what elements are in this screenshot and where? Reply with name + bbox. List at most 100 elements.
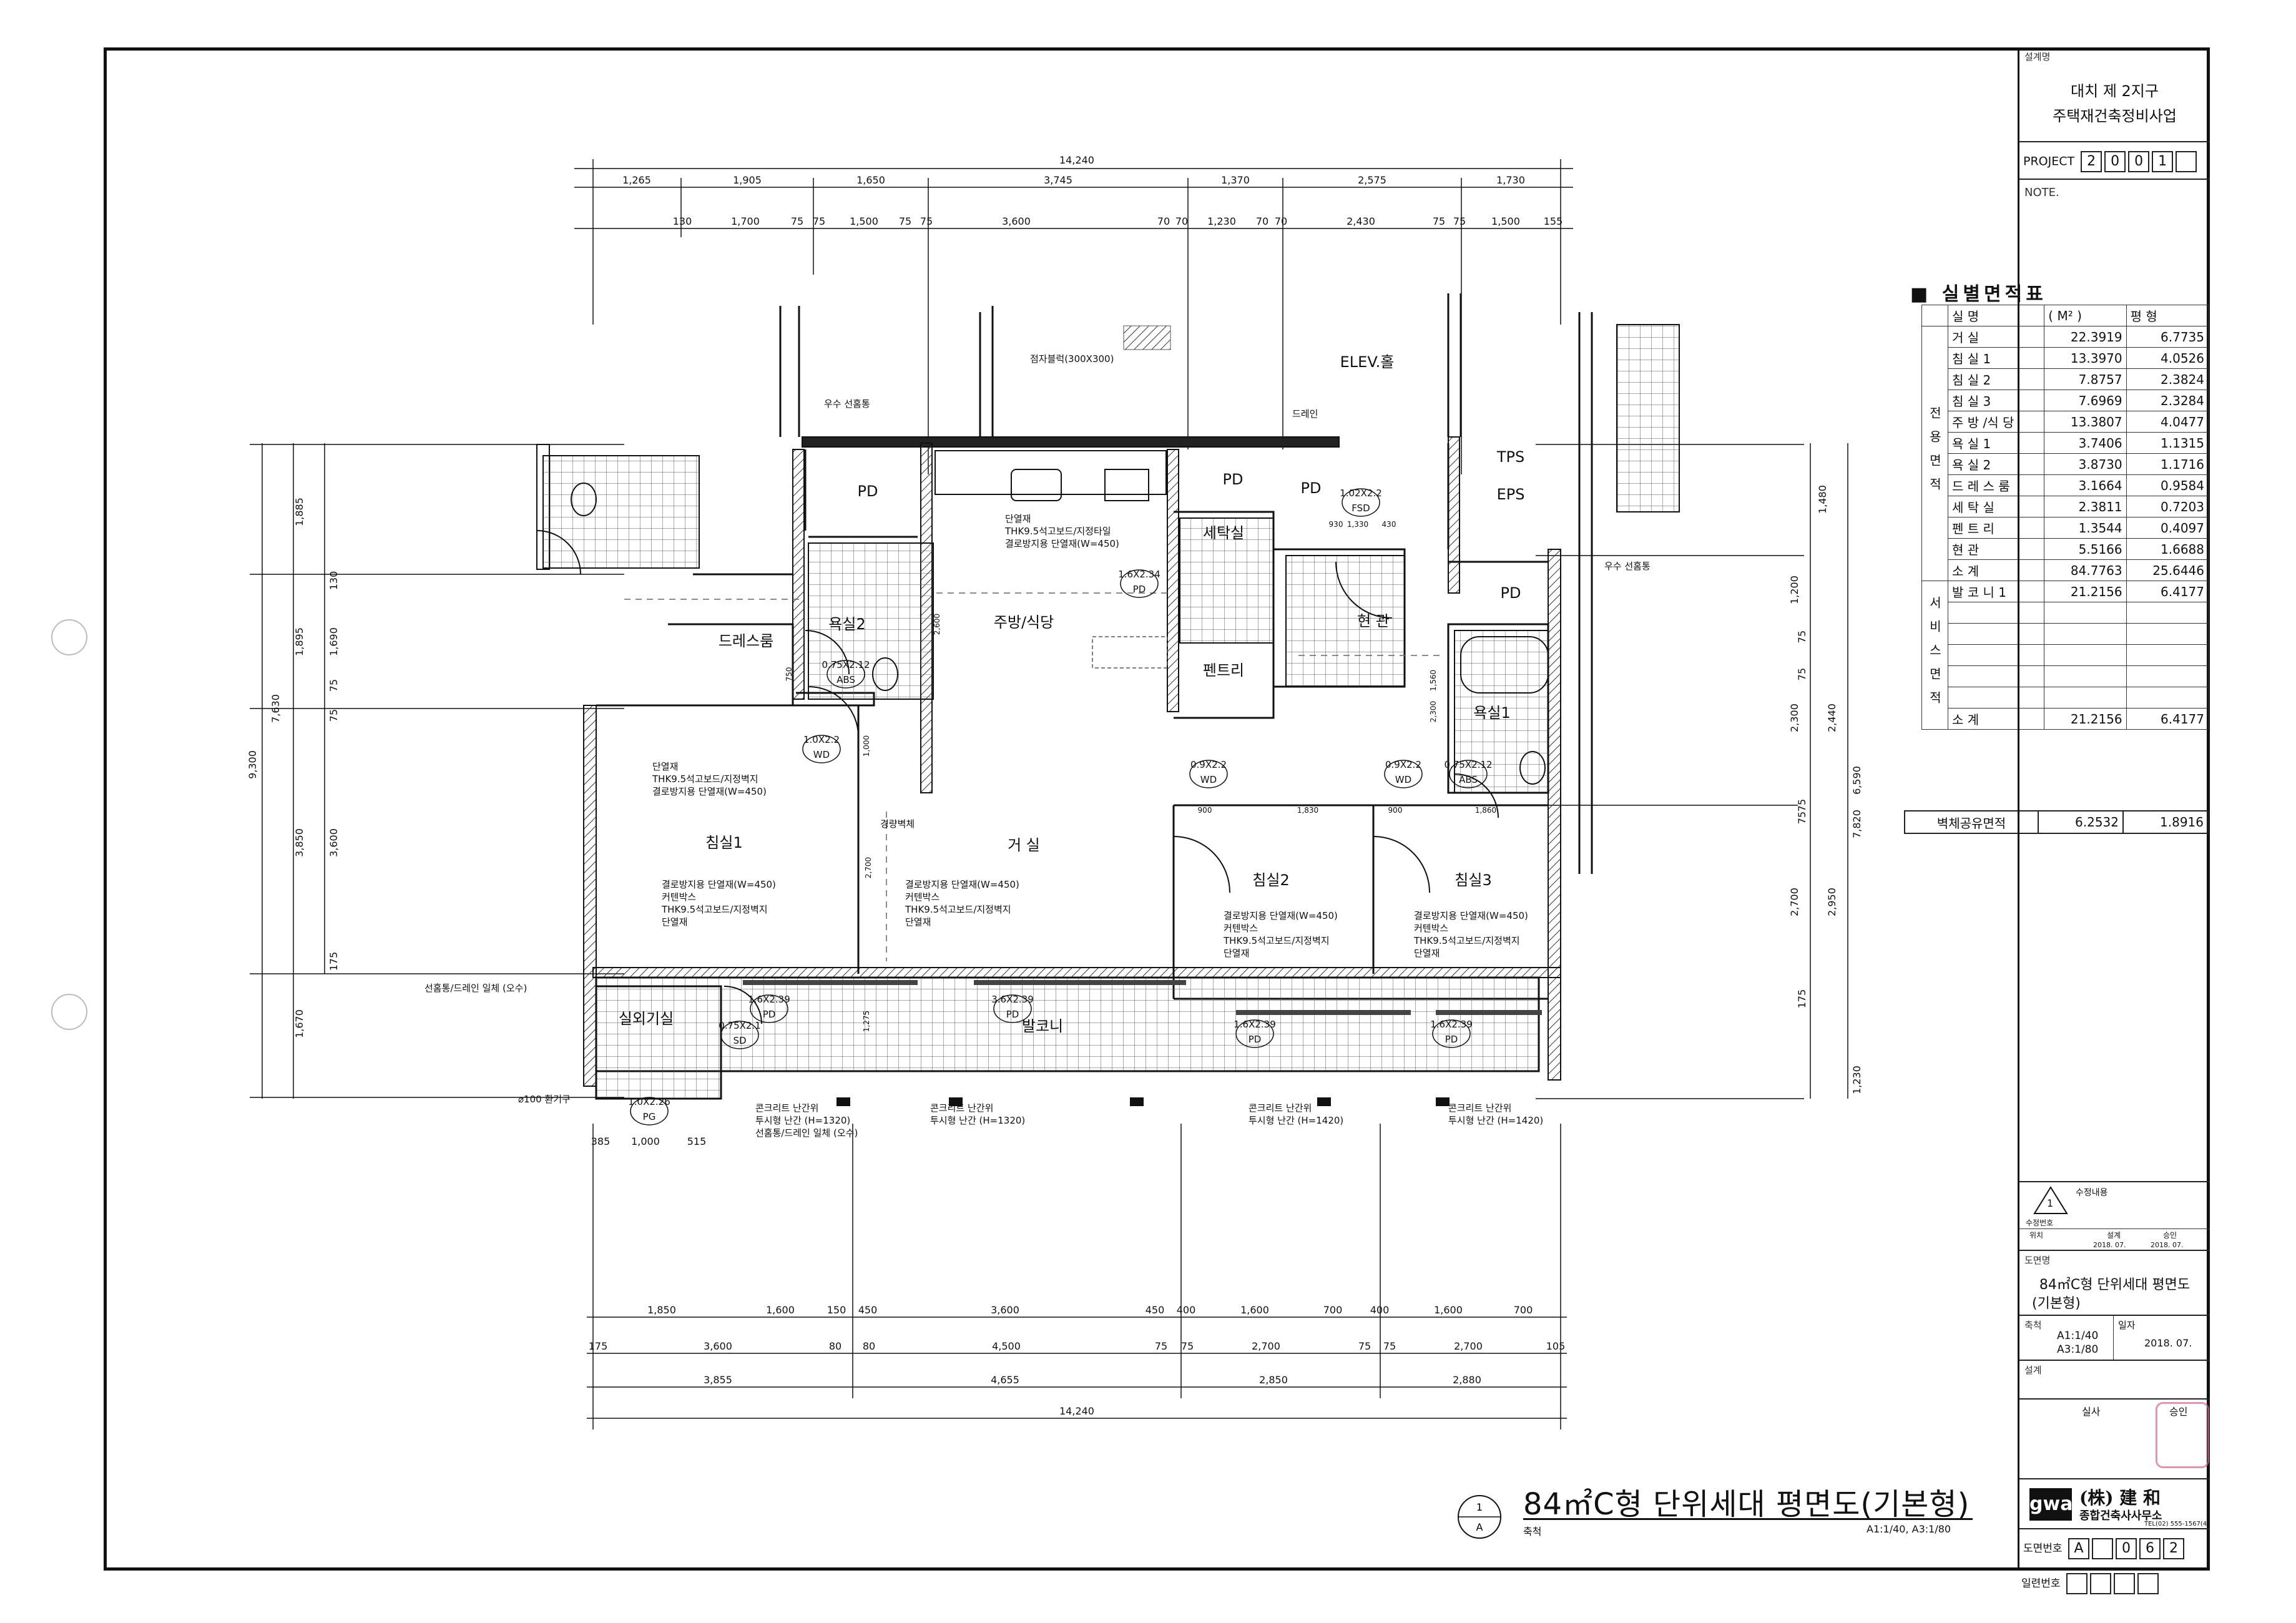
dim-left-2: 175 [328, 952, 340, 971]
dim-small-bottom: 385 [591, 1135, 611, 1147]
dim-inner: 930 [1329, 520, 1343, 529]
tb-design-label: 설계명 [2024, 51, 2051, 62]
note-liv-cur-1: 결로방지용 단열재(W=450) [905, 879, 1019, 890]
tb-design-row-label: 설계 [2024, 1365, 2042, 1376]
tb-approval: 실사 승인 [2019, 1398, 2210, 1478]
dim-bottom-2: 75 [1383, 1340, 1396, 1352]
door-tag-ring [1384, 760, 1423, 788]
area-py: 2.3824 [2126, 368, 2209, 390]
balcony-floor [595, 976, 1540, 1072]
dim-right: 2,950 [1826, 888, 1838, 916]
room-pd-4: PD [1501, 584, 1521, 602]
note-rain-pipe-2: 우수 선홈통 [1604, 561, 1651, 572]
area-room: 침 실 1 [1947, 347, 2045, 369]
door-tag-ring [1189, 760, 1228, 788]
dim-right: 2,440 [1826, 704, 1838, 732]
dim-right: 2,700 [1788, 888, 1800, 916]
note-braille: 점자블럭(300X300) [1030, 353, 1114, 365]
common-area-label: 벽체공유면적 [1904, 810, 2039, 834]
area-m2: 3.8730 [2044, 453, 2127, 475]
area-col-room: 실 명 [1947, 305, 2045, 326]
drawing-number-symbol: 1 A [1458, 1495, 1501, 1539]
dim-top-2: 75 [920, 215, 933, 227]
tb-drawing-no-digit [2091, 1538, 2113, 1559]
note-vent: ⌀100 환기구 [518, 1094, 571, 1105]
dim-top-2: 70 [1275, 215, 1287, 227]
tb-serial-box [2113, 1573, 2135, 1594]
tb-project-digit: 2 [2081, 151, 2102, 172]
braille-block [1123, 325, 1171, 350]
dim-bottom-3: 2,850 [1259, 1374, 1288, 1386]
dim-bottom-2: 4,500 [992, 1340, 1021, 1352]
tb-serial-row: 일련번호 [2021, 1573, 2159, 1594]
room-kitchen: 주방/식당 [994, 614, 1054, 631]
tb-note-label: NOTE. [2024, 186, 2059, 199]
note-bed3-cur-2: 커텐박스 [1414, 923, 1448, 934]
area-m2 [2044, 623, 2127, 645]
door-tag-size: 0.9X2.2 [1385, 759, 1421, 770]
company-logo: gwa [2029, 1488, 2073, 1521]
note-bed1-wall-1: 단열재 [652, 761, 678, 772]
door-tag-size: 1.6X2.39 [1234, 1019, 1276, 1030]
note-bed2-cur-2: 커텐박스 [1224, 923, 1258, 934]
area-room [1947, 687, 2045, 709]
door-tag-type: PD [1006, 1009, 1019, 1020]
note-rail1-1: 콘크리트 난간위 [755, 1102, 818, 1114]
door-tag-ring [630, 1097, 669, 1125]
room-tps: TPS [1496, 448, 1524, 466]
tb-note: NOTE. [2019, 179, 2210, 1181]
door-tag-ring [750, 994, 788, 1023]
door-tag-size: 0.9X2.2 [1190, 759, 1227, 770]
note-bed3-cur-3: THK9.5석고보드/지정벽지 [1413, 935, 1520, 946]
dim-inner: 1,000 [862, 735, 871, 757]
area-py: 6.4177 [2126, 708, 2209, 730]
note-kitchen-wall-1: 단열재 [1005, 513, 1031, 524]
dim-top-1: 1,730 [1496, 174, 1525, 186]
area-m2: 1.3544 [2044, 517, 2127, 539]
cooktop [1104, 469, 1149, 501]
area-cat-service: 서비스면적 [1921, 581, 1948, 730]
tb-position-label: 위치 [2029, 1231, 2044, 1240]
note-bed1-wall-2: THK9.5석고보드/지정벽지 [652, 773, 758, 785]
area-col-py: 평 형 [2126, 305, 2209, 326]
area-m2: 3.7406 [2044, 432, 2127, 454]
door-tag-ring [1120, 569, 1159, 598]
dim-top-2: 70 [1256, 215, 1268, 227]
dim-bottom-2: 175 [589, 1340, 608, 1352]
area-m2 [2044, 602, 2127, 624]
door-tag-size: 1.0X2.26 [628, 1096, 670, 1107]
dim-inner: 900 [1388, 806, 1403, 815]
dim-top-2: 75 [1433, 215, 1445, 227]
door-tag-size: 0.75X2.12 [1444, 759, 1492, 770]
dim-inner: 2,300 [1429, 701, 1438, 722]
note-bed2-cur-1: 결로방지용 단열재(W=450) [1224, 910, 1338, 921]
door-tag-ring [1449, 760, 1488, 788]
note-rail3-2: 투시형 난간 (H=1420) [1249, 1115, 1343, 1126]
tb-drawing-name-label: 도면명 [2024, 1255, 2051, 1266]
dim-bottom-1: 3,600 [991, 1304, 1019, 1316]
common-area-m2: 6.2532 [2038, 810, 2124, 834]
door-tag-type: WD [1200, 774, 1217, 785]
dim-top-1: 1,650 [856, 174, 885, 186]
scale-word: 축척 [1523, 1526, 1542, 1537]
dim-left-1: 1,670 [293, 1009, 305, 1038]
room-dressroom: 드레스룸 [719, 632, 773, 650]
dim-right: 2,300 [1788, 704, 1800, 732]
dim-bottom-2: 2,700 [1454, 1340, 1483, 1352]
dim-small-bottom: 1,000 [631, 1135, 660, 1147]
tb-company: gwa (株) 建 和 종합건축사사무소 TEL(02) 555-1567(4) [2019, 1478, 2210, 1528]
tb-scale-a1: A1:1/40 [2057, 1330, 2099, 1342]
drawing-sheet-frame [104, 47, 2210, 1571]
dim-left-2: 130 [328, 571, 340, 591]
dim-bottom-3: 3,855 [704, 1374, 732, 1386]
area-cat-exclusive: 전용면적 [1921, 326, 1948, 581]
dim-inner: 1,560 [1429, 670, 1438, 691]
dim-inner: 1,830 [1297, 806, 1318, 815]
area-m2: 84.7763 [2044, 559, 2127, 581]
dim-bottom-1: 1,600 [766, 1304, 795, 1316]
dim-top-1: 1,265 [622, 174, 651, 186]
dim-top-2: 3,600 [1002, 215, 1031, 227]
